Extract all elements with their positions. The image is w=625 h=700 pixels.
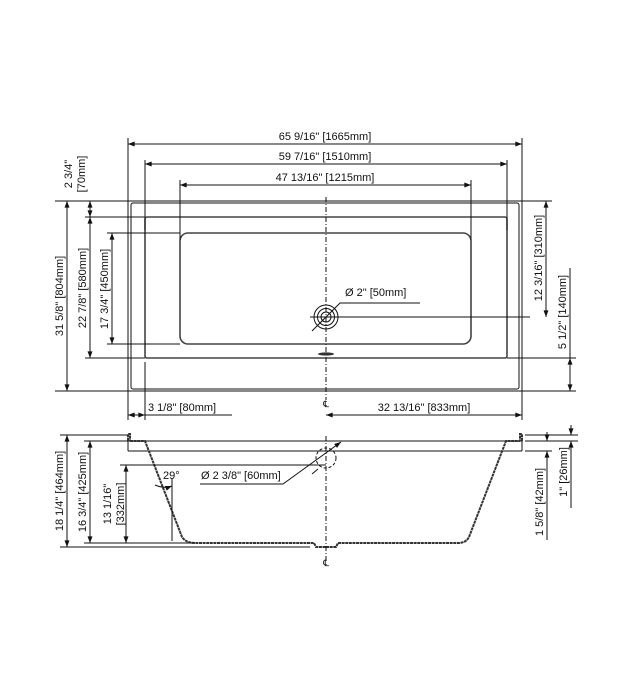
centerline-symbol: ℄: [322, 399, 329, 409]
overall-height-label: 18 1/4" [464mm]: [54, 451, 66, 531]
end-rim-label: 3 1/8" [80mm]: [148, 402, 216, 414]
overflow-diameter-label: Ø 2 3/8" [60mm]: [201, 470, 281, 482]
tub-profile: [130, 440, 520, 548]
rim-to-edge-label: 5 1/2" [140mm]: [557, 275, 569, 349]
wall-angle-label: 29°: [163, 470, 180, 482]
water-depth-mm-label: [332mm]: [115, 483, 127, 526]
drain-icon: [310, 304, 342, 356]
drain-from-top-label: 12 3/16" [310mm]: [533, 215, 545, 301]
rim-inner-width-label: 22 7/8" [580mm]: [77, 248, 89, 328]
rim-side-mm-label: [70mm]: [76, 156, 88, 193]
basin-depth-label: 16 3/4" [425mm]: [77, 452, 89, 532]
rim-thickness-label: 1 5/8" [42mm]: [534, 468, 546, 536]
drain-diameter-label: Ø 2" [50mm]: [345, 287, 406, 299]
rim-side-label: 2 3/4": [63, 160, 75, 188]
rim-length-label: 59 7/16" [1510mm]: [279, 151, 372, 163]
basin-width-label: 17 3/4" [450mm]: [99, 249, 111, 329]
side-view: ℄ Ø 2 3/8" [60mm] 29° 18 1/4" [464mm] 16…: [54, 425, 578, 568]
overall-width-label: 31 5/8" [804mm]: [54, 256, 66, 336]
drain-to-end-label: 32 13/16" [833mm]: [378, 402, 471, 414]
tub-outer-outline: [127, 200, 523, 392]
top-view: Ø 2" [50mm] 65 9/16" [1665mm] 59 7/16" […: [54, 131, 576, 420]
side-centerline-symbol: ℄: [322, 558, 329, 568]
overflow-icon: [315, 447, 337, 469]
overall-length-label: 65 9/16" [1665mm]: [279, 131, 372, 143]
tub-outer-edge: [130, 202, 520, 390]
basin-length-label: 47 13/16" [1215mm]: [276, 172, 375, 184]
lip-height-label: 1" [26mm]: [558, 447, 570, 497]
drain-leader: [311, 302, 420, 332]
water-depth-in-label: 13 1/16": [102, 484, 114, 525]
